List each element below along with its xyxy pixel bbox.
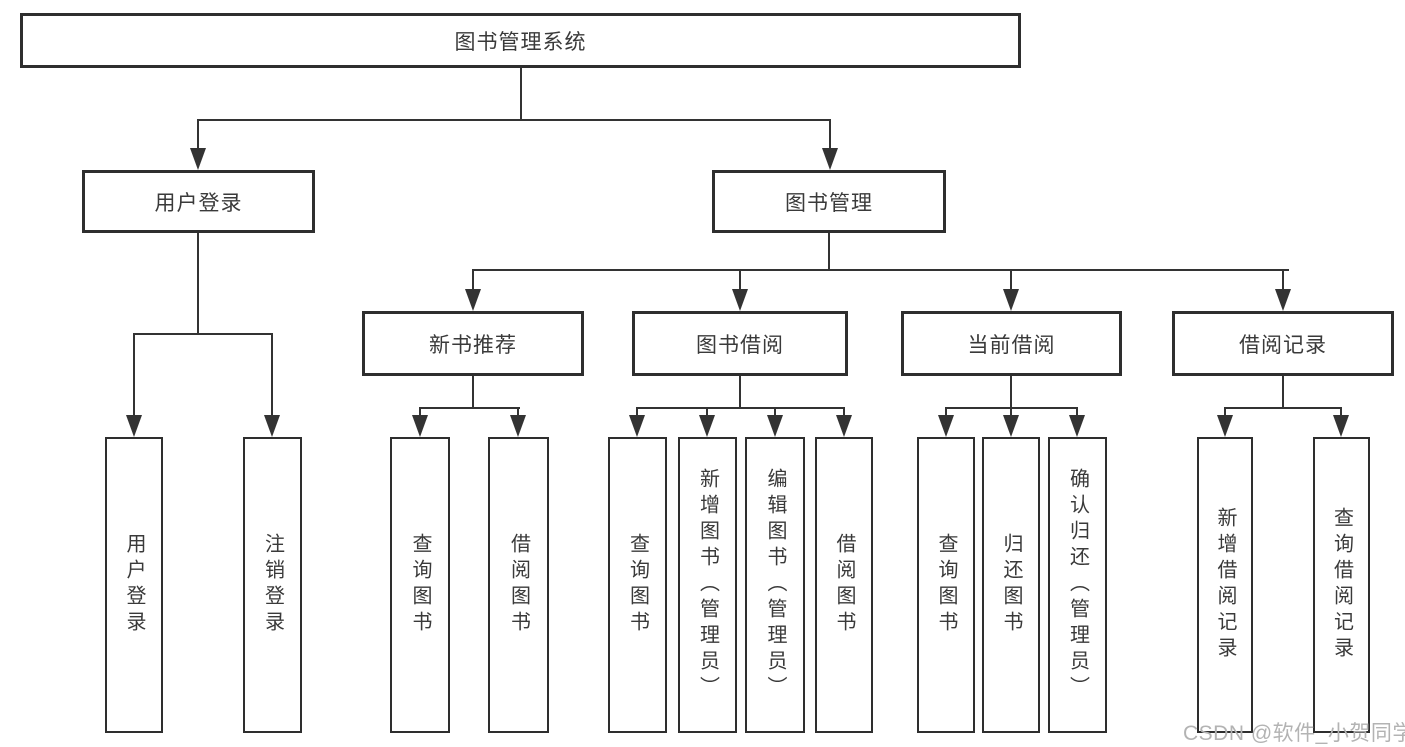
arrowhead-icon: [699, 415, 715, 437]
connector-line: [843, 407, 845, 417]
leaf-query-books: 查询图书: [608, 437, 667, 733]
connector-line: [828, 233, 830, 271]
connector-line: [472, 376, 474, 409]
arrowhead-icon: [1003, 415, 1019, 437]
connector-line: [197, 233, 199, 335]
connector-line: [706, 407, 708, 417]
node-library-system: 图书管理系统: [20, 13, 1021, 68]
leaf-query-books: 查询图书: [917, 437, 975, 733]
connector-line: [419, 407, 520, 409]
leaf-add-borrow-record: 新增借阅记录: [1197, 437, 1253, 733]
connector-line: [133, 333, 273, 335]
node-borrowing-records: 借阅记录: [1172, 311, 1394, 376]
connector-line: [133, 333, 135, 417]
arrowhead-icon: [1333, 415, 1349, 437]
connector-line: [1076, 407, 1078, 417]
leaf-query-borrow-record: 查询借阅记录: [1313, 437, 1370, 733]
arrowhead-icon: [465, 289, 481, 311]
connector-line: [1224, 407, 1226, 417]
connector-line: [1010, 407, 1012, 417]
connector-line: [517, 407, 519, 417]
arrowhead-icon: [510, 415, 526, 437]
leaf-confirm-return-admin: 确认归还（管理员）: [1048, 437, 1107, 733]
arrowhead-icon: [836, 415, 852, 437]
connector-line: [197, 119, 831, 121]
arrowhead-icon: [732, 289, 748, 311]
connector-line: [271, 333, 273, 417]
leaf-user-login: 用户登录: [105, 437, 163, 733]
csdn-watermark: CSDN @软件_小贺同学: [1183, 722, 1405, 745]
connector-line: [774, 407, 776, 417]
leaf-edit-book-admin: 编辑图书（管理员）: [745, 437, 805, 733]
arrowhead-icon: [190, 148, 206, 170]
connector-line: [419, 407, 421, 417]
connector-line: [1282, 269, 1284, 291]
arrowhead-icon: [412, 415, 428, 437]
connector-line: [1282, 376, 1284, 409]
connector-line: [829, 119, 831, 151]
node-new-book-recommend: 新书推荐: [362, 311, 584, 376]
arrowhead-icon: [1069, 415, 1085, 437]
connector-line: [1010, 376, 1012, 409]
leaf-query-books: 查询图书: [390, 437, 450, 733]
node-book-management: 图书管理: [712, 170, 946, 233]
connector-line: [472, 269, 474, 291]
arrowhead-icon: [767, 415, 783, 437]
leaf-return-books: 归还图书: [982, 437, 1040, 733]
connector-line: [520, 67, 522, 121]
connector-line: [636, 407, 638, 417]
node-book-borrowing: 图书借阅: [632, 311, 848, 376]
node-current-borrowing: 当前借阅: [901, 311, 1122, 376]
connector-line: [739, 376, 741, 409]
arrowhead-icon: [264, 415, 280, 437]
connector-line: [636, 407, 845, 409]
leaf-logout: 注销登录: [243, 437, 302, 733]
arrowhead-icon: [629, 415, 645, 437]
connector-line: [1340, 407, 1342, 417]
leaf-borrow-books: 借阅图书: [815, 437, 873, 733]
connector-line: [1010, 269, 1012, 291]
arrowhead-icon: [938, 415, 954, 437]
connector-line: [197, 119, 199, 151]
arrowhead-icon: [126, 415, 142, 437]
node-user-login: 用户登录: [82, 170, 315, 233]
arrowhead-icon: [822, 148, 838, 170]
connector-line: [1224, 407, 1342, 409]
leaf-add-book-admin: 新增图书（管理员）: [678, 437, 737, 733]
connector-line: [945, 407, 947, 417]
arrowhead-icon: [1275, 289, 1291, 311]
connector-line: [739, 269, 741, 291]
arrowhead-icon: [1003, 289, 1019, 311]
connector-line: [472, 269, 1289, 271]
arrowhead-icon: [1217, 415, 1233, 437]
leaf-borrow-books: 借阅图书: [488, 437, 549, 733]
